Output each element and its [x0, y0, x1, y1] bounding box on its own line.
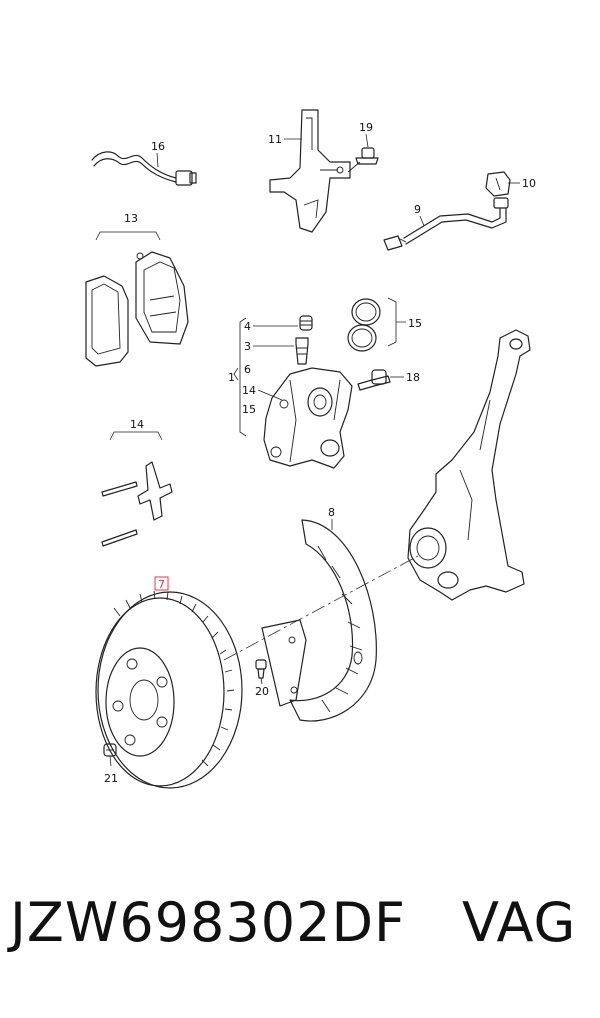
part-14-pad-pins[interactable] — [101, 481, 138, 547]
part-7-brake-disc[interactable] — [95, 590, 243, 789]
callout-4: 4 — [244, 320, 251, 333]
callout-8: 8 — [328, 506, 335, 519]
callout-3: 3 — [244, 340, 251, 353]
callout-18: 18 — [406, 371, 420, 384]
part-13-brake-pads[interactable] — [85, 251, 189, 367]
part-21-disc-screw[interactable] — [103, 743, 117, 757]
part-1-brake-caliper[interactable] — [263, 367, 353, 469]
bracket-14-hardware — [109, 431, 163, 441]
bracket-13 — [95, 231, 161, 241]
part-16-sensor-wire[interactable] — [91, 151, 197, 186]
part-8-dust-shield[interactable] — [261, 519, 377, 722]
leader-21 — [109, 755, 112, 767]
part-4-bleeder-cap[interactable] — [299, 315, 313, 331]
bracket-6 — [233, 367, 239, 381]
callout-19: 19 — [359, 121, 373, 134]
part-11-bracket[interactable] — [269, 109, 351, 233]
part-14-pad-spring[interactable] — [137, 461, 173, 521]
leader-19 — [365, 133, 369, 148]
callout-15-group: 15 — [242, 403, 256, 416]
callout-14-group: 14 — [242, 384, 256, 397]
part-number-text: JZW698302DF — [10, 891, 407, 954]
bracket-15 — [387, 297, 406, 347]
leader-20 — [260, 677, 263, 685]
part-steering-knuckle[interactable] — [407, 329, 531, 601]
part-15-seal-rings[interactable] — [347, 298, 381, 352]
part-3-bleeder-screw[interactable] — [295, 337, 309, 365]
leader-14-group — [257, 389, 283, 401]
bracket-1 — [239, 317, 247, 437]
part-20-shield-bolt[interactable] — [255, 659, 267, 679]
callout-1: 1 — [228, 371, 235, 384]
callout-20: 20 — [255, 685, 269, 698]
callout-15-seals: 15 — [408, 317, 422, 330]
part-19-bolt[interactable] — [347, 147, 379, 173]
part-10-clip[interactable] — [485, 171, 511, 197]
callout-6: 6 — [244, 363, 251, 376]
callout-10: 10 — [522, 177, 536, 190]
callout-7: 7 — [158, 578, 165, 591]
callout-13: 13 — [124, 212, 138, 225]
callout-9: 9 — [414, 203, 421, 216]
callout-14-hardware: 14 — [130, 418, 144, 431]
leader-16 — [156, 152, 159, 168]
brand-text: VAG — [462, 891, 577, 954]
callout-21: 21 — [104, 772, 118, 785]
part-18-caliper-bolt[interactable] — [357, 369, 391, 391]
leader-9 — [419, 215, 425, 227]
part-9-brake-line[interactable] — [383, 197, 509, 251]
callout-11: 11 — [268, 133, 282, 146]
assembly-axis — [223, 555, 419, 661]
callout-7-highlight-box — [154, 576, 169, 591]
callout-16: 16 — [151, 140, 165, 153]
